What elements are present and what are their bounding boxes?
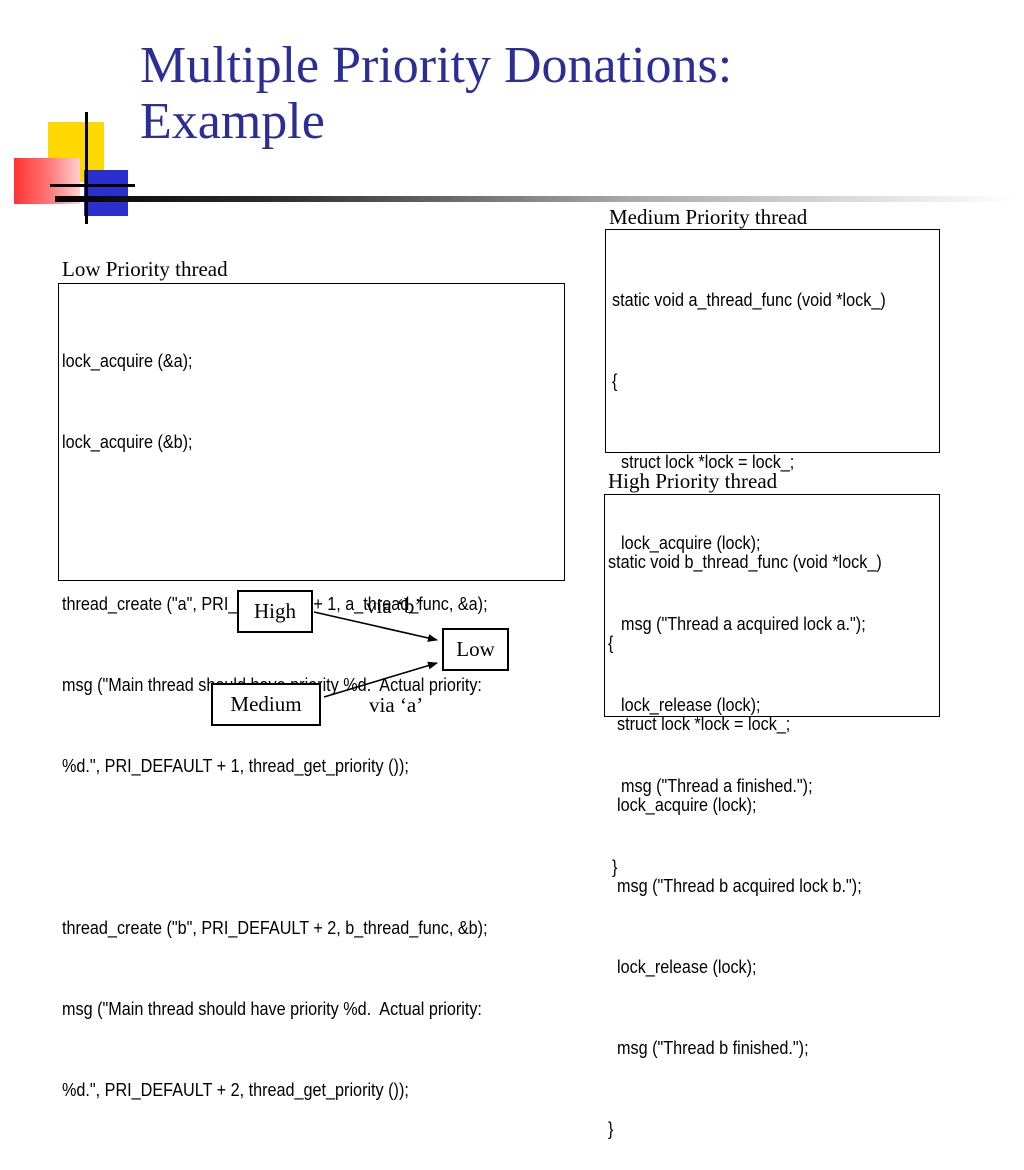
code-line: {: [608, 633, 614, 653]
code-line: lock_acquire (&a);: [62, 351, 193, 371]
code-line: msg ("Thread a acquired lock a.");: [612, 614, 866, 634]
slide-title: Multiple Priority Donations: Example: [140, 38, 732, 150]
code-line: [62, 834, 514, 861]
code-line: {: [612, 371, 618, 391]
logo-blue-square: [84, 170, 128, 216]
code-line: lock_acquire (lock);: [612, 533, 761, 553]
logo-horizontal-line: [50, 184, 135, 187]
via-a-label: via ‘a’: [369, 693, 424, 717]
title-line-1: Multiple Priority Donations:: [140, 37, 733, 94]
code-line: msg ("Main thread should have priority %…: [62, 999, 482, 1019]
code-line: msg ("Thread b acquired lock b.");: [608, 876, 862, 896]
decorative-logo: [0, 100, 140, 230]
code-line: thread_create ("b", PRI_DEFAULT + 2, b_t…: [62, 918, 488, 938]
code-line: lock_release (lock);: [612, 695, 761, 715]
title-line-2: Example: [140, 93, 325, 150]
code-line: }: [608, 1119, 614, 1139]
title-underline: [55, 196, 1015, 202]
node-low: Low: [442, 628, 509, 671]
high-thread-label: High Priority thread: [608, 469, 778, 493]
code-line: %d.", PRI_DEFAULT + 2, thread_get_priori…: [62, 1080, 409, 1100]
logo-vertical-line: [85, 112, 88, 224]
arrow-high-to-low: [313, 611, 438, 642]
node-high: High: [237, 590, 313, 633]
medium-thread-label: Medium Priority thread: [609, 205, 808, 229]
code-line: struct lock *lock = lock_;: [612, 452, 795, 472]
code-line: lock_release (lock);: [608, 957, 757, 977]
low-thread-label: Low Priority thread: [62, 257, 228, 281]
code-line: static void b_thread_func (void *lock_): [608, 552, 882, 572]
donation-arrows: [313, 611, 438, 698]
via-b-label: via ‘b’: [366, 594, 422, 618]
node-medium: Medium: [211, 683, 321, 726]
code-line: lock_acquire (&b);: [62, 432, 193, 452]
arrow-medium-to-low: [323, 661, 438, 698]
code-line: struct lock *lock = lock_;: [608, 714, 791, 734]
code-line: msg ("Thread b finished.");: [608, 1038, 809, 1058]
code-line: static void a_thread_func (void *lock_): [612, 290, 886, 310]
code-line: lock_acquire (lock);: [608, 795, 757, 815]
